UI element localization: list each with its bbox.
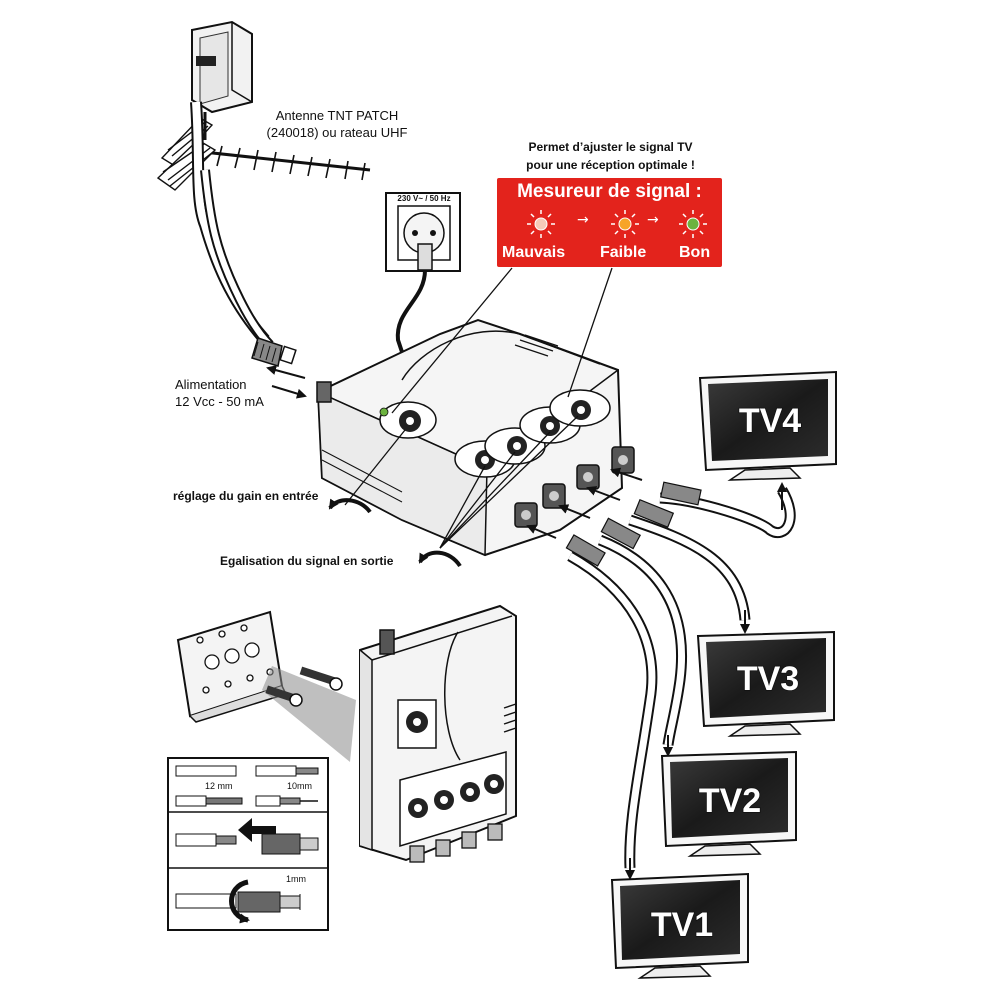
meter-state-bon: Bon bbox=[679, 244, 711, 261]
rotate-arrow-icon bbox=[328, 498, 372, 514]
antenna-cable bbox=[190, 101, 274, 349]
antenna-label: Antenne TNT PATCH (240018) ou rateau UHF bbox=[262, 107, 412, 141]
measure-12mm: 12 mm bbox=[205, 781, 233, 791]
amplifier-icon bbox=[359, 604, 517, 863]
tv-icon: TV2 bbox=[660, 750, 797, 857]
tv-icon: TV4 bbox=[698, 370, 837, 481]
alimentation-label-line1: Alimentation bbox=[175, 377, 247, 392]
signal-meter-leds bbox=[527, 210, 707, 238]
arrow-right-icon: → bbox=[577, 212, 589, 228]
signal-meter-panel: Mesureur de signal : bbox=[497, 178, 722, 267]
measure-10mm: 10mm bbox=[287, 781, 313, 791]
meter-state-faible: Faible bbox=[600, 244, 647, 261]
adjust-caption: Permet d’ajuster le signal TV pour une r… bbox=[488, 138, 733, 174]
antenna-label-line1: Antenne TNT PATCH bbox=[275, 108, 399, 123]
arrow bbox=[266, 365, 306, 379]
power-socket-label: 230 V~ / 50 Hz bbox=[397, 194, 451, 203]
tv4-label: TV4 bbox=[739, 402, 801, 440]
coax-connector-icon bbox=[565, 481, 702, 567]
signal-meter-title: Mesureur de signal : bbox=[517, 181, 702, 202]
tv-icon: TV1 bbox=[610, 872, 749, 979]
adjust-caption-line1: Permet d’ajuster le signal TV bbox=[528, 140, 693, 154]
meter-state-mauvais: Mauvais bbox=[502, 244, 566, 261]
tv3-label: TV3 bbox=[737, 660, 799, 698]
measure-1mm: 1mm bbox=[286, 874, 306, 884]
led-sun-icon bbox=[679, 210, 707, 238]
alimentation-label: Alimentation 12 Vcc - 50 mA bbox=[175, 376, 295, 410]
arrow-right-icon: → bbox=[647, 212, 659, 228]
equalisation-label: Egalisation du signal en sortie bbox=[220, 554, 394, 568]
coax-connector-icon bbox=[251, 337, 297, 367]
tv1-label: TV1 bbox=[651, 906, 713, 944]
tv2-label: TV2 bbox=[699, 782, 761, 820]
arrow bbox=[271, 385, 307, 399]
cable-prep-box bbox=[167, 757, 329, 931]
gain-label: réglage du gain en entrée bbox=[173, 489, 319, 503]
wall-socket-icon bbox=[385, 192, 461, 272]
rotate-arrow-icon bbox=[418, 550, 462, 568]
alimentation-label-line2: 12 Vcc - 50 mA bbox=[175, 394, 264, 409]
wall-bracket-icon bbox=[176, 610, 288, 723]
led-sun-icon bbox=[527, 210, 555, 238]
antenna-label-line2: (240018) ou rateau UHF bbox=[266, 125, 408, 140]
led-sun-icon bbox=[611, 210, 639, 238]
screw-icon bbox=[265, 666, 343, 707]
patch-antenna-icon bbox=[191, 20, 253, 114]
amplifier-icon bbox=[316, 318, 635, 557]
adjust-caption-line2: pour une réception optimale ! bbox=[526, 158, 695, 172]
tv-icon: TV3 bbox=[696, 630, 835, 737]
